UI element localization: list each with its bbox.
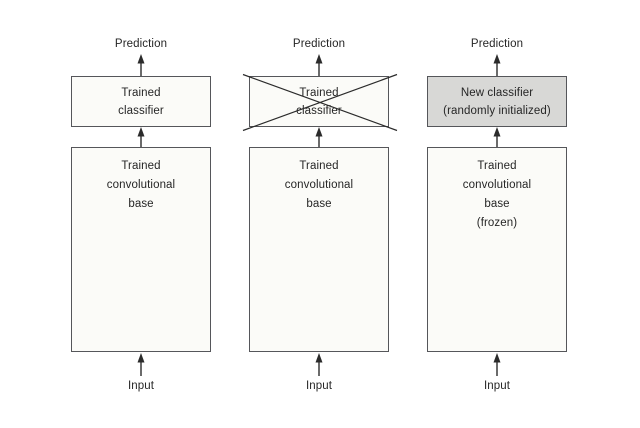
input-label: Input (305, 380, 333, 392)
classifier-box-label: New classifier (randomly initialized) (443, 86, 551, 117)
arrow-up-icon (137, 127, 145, 147)
classifier-box-label: Trained classifier (118, 86, 164, 117)
classifier-box: Trained classifier (71, 76, 211, 127)
conv-base-box: Trained convolutional base (frozen) (427, 147, 567, 352)
arrow-up-icon (315, 353, 323, 376)
conv-base-box-label: Trained convolutional base (284, 160, 354, 210)
conv-base-box-label: Trained convolutional base (106, 160, 176, 210)
arrow-up-icon (493, 54, 501, 76)
classifier-box: New classifier (randomly initialized) (427, 76, 567, 127)
classifier-box-label: Trained classifier (296, 86, 342, 117)
conv-base-box-label: Trained convolutional base (frozen) (462, 160, 532, 229)
input-label: Input (483, 380, 511, 392)
arrow-up-icon (315, 54, 323, 76)
arrow-up-icon (137, 353, 145, 376)
prediction-label: Prediction (292, 38, 346, 50)
arrow-up-icon (315, 127, 323, 147)
conv-base-box: Trained convolutional base (249, 147, 389, 352)
conv-base-box: Trained convolutional base (71, 147, 211, 352)
column-middle: Prediction Trained classifier Trained co… (242, 0, 398, 428)
arrow-up-icon (493, 353, 501, 376)
column-right: Prediction New classifier (randomly init… (427, 0, 567, 428)
prediction-label: Prediction (470, 38, 524, 50)
prediction-label: Prediction (114, 38, 168, 50)
input-label: Input (127, 380, 155, 392)
column-left: Prediction Trained classifier Trained co… (71, 0, 211, 428)
arrow-up-icon (137, 54, 145, 76)
arrow-up-icon (493, 127, 501, 147)
classifier-box: Trained classifier (242, 73, 398, 132)
